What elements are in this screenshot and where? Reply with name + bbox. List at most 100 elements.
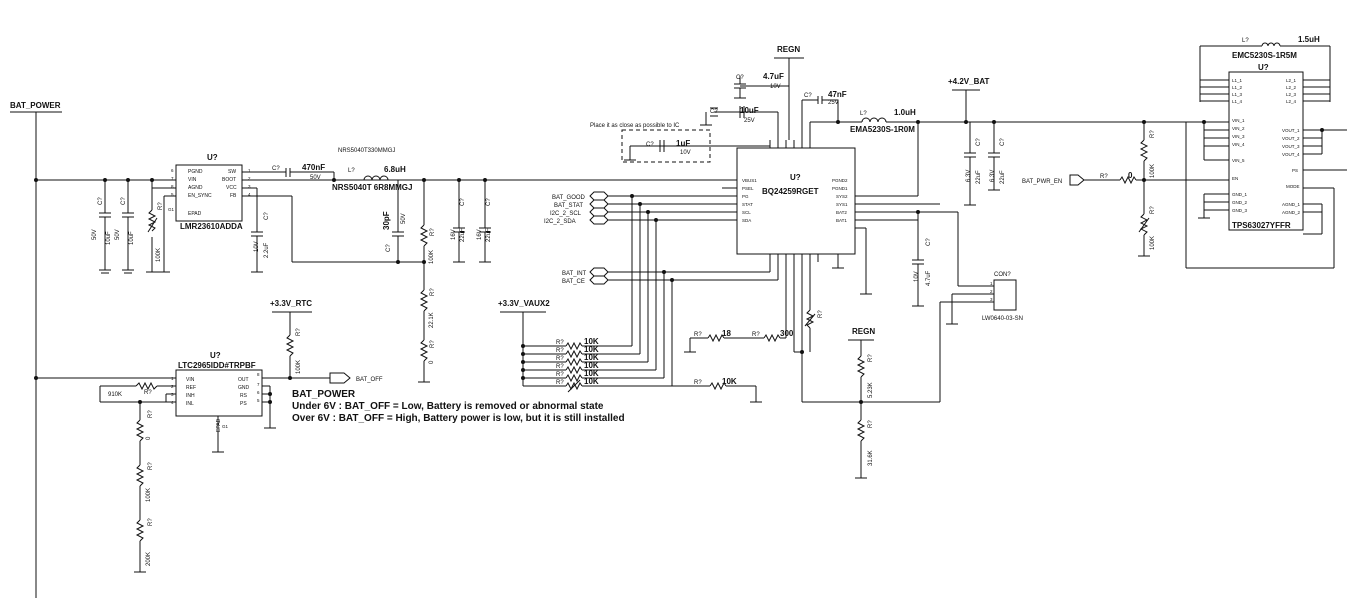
svg-text:5.23K: 5.23K	[868, 382, 874, 398]
svg-text:BAT2: BAT2	[836, 210, 847, 215]
svg-text:100K: 100K	[1150, 236, 1156, 250]
svg-text:C?: C?	[121, 197, 127, 205]
svg-text:10uF: 10uF	[740, 106, 759, 115]
svg-text:0: 0	[429, 360, 435, 364]
rtc-pullup: +3.3V_RTC R? 100K	[270, 299, 312, 378]
svg-text:C?: C?	[486, 198, 492, 206]
svg-text:100K: 100K	[146, 488, 152, 502]
svg-text:VIN_5: VIN_5	[1232, 158, 1245, 163]
svg-text:SYS2: SYS2	[836, 194, 848, 199]
svg-text:1: 1	[171, 376, 174, 381]
svg-text:C?: C?	[272, 166, 280, 172]
svg-text:GND_3: GND_3	[1232, 208, 1248, 213]
ts-network: R? REGN R? 5.23K R? 31.6K	[793, 262, 940, 479]
svg-text:C?: C?	[710, 109, 718, 115]
svg-text:PGND2: PGND2	[832, 178, 848, 183]
tps-vin-bus	[1142, 120, 1335, 269]
svg-text:R?: R?	[556, 364, 564, 370]
svg-text:EMA5230S-1R0M: EMA5230S-1R0M	[850, 125, 915, 134]
input-cap-2: C? 10uF 50V	[115, 178, 135, 274]
svg-text:PS: PS	[240, 401, 247, 407]
svg-text:R?: R?	[430, 288, 436, 296]
svg-text:NRS5040T 6R8MMGJ: NRS5040T 6R8MMGJ	[332, 183, 412, 192]
svg-text:VCC: VCC	[226, 185, 237, 191]
svg-text:50V: 50V	[92, 229, 98, 240]
bq-signal-labels: BAT_GOOD BAT_STAT I2C_2_SCL I2C_2_SDA BA…	[544, 187, 779, 386]
svg-text:2: 2	[990, 289, 993, 294]
svg-text:R?: R?	[694, 380, 702, 386]
svg-text:OUT: OUT	[238, 377, 249, 383]
placement-box: Place it as close as possible to IC C? 1…	[590, 123, 771, 163]
tps-enable: BAT_PWR_EN R? 0 R? 100K R? 100K	[1022, 122, 1229, 257]
svg-text:470nF: 470nF	[302, 163, 325, 172]
svg-text:C?: C?	[736, 75, 744, 81]
v42-bat: +4.2V_BAT C? 22uF 6.3V C? 22uF 6.3V	[948, 77, 1006, 206]
svg-text:VIN: VIN	[186, 377, 195, 383]
svg-text:SW: SW	[228, 169, 236, 175]
place-note: Place it as close as possible to IC	[590, 123, 680, 129]
svg-text:BAT_PWR_EN: BAT_PWR_EN	[1022, 179, 1062, 185]
svg-text:C?: C?	[976, 138, 982, 146]
note-line1: Under 6V : BAT_OFF = Low, Battery is rem…	[292, 401, 604, 412]
svg-text:L?: L?	[860, 111, 867, 117]
svg-text:G1: G1	[168, 207, 175, 212]
svg-text:I2C_2_SCL: I2C_2_SCL	[550, 211, 582, 217]
svg-text:1.0uH: 1.0uH	[894, 108, 916, 117]
bat-power-rail: BAT_POWER	[10, 101, 730, 598]
svg-text:50V: 50V	[310, 175, 321, 181]
svg-text:1.5uH: 1.5uH	[1298, 35, 1320, 44]
svg-text:LMR23610ADDA: LMR23610ADDA	[180, 222, 243, 231]
svg-text:SYS1: SYS1	[836, 202, 848, 207]
svg-text:4.7uF: 4.7uF	[926, 270, 932, 286]
svg-text:6: 6	[171, 168, 174, 173]
pullup-row-4: R?10K	[521, 361, 656, 375]
svg-text:L?: L?	[1242, 38, 1249, 44]
svg-text:R?: R?	[1150, 206, 1156, 214]
svg-text:10K: 10K	[584, 345, 599, 354]
svg-text:22.1K: 22.1K	[429, 312, 435, 328]
svg-text:30pF: 30pF	[382, 211, 391, 230]
svg-text:6.3V: 6.3V	[990, 170, 996, 182]
svg-text:0: 0	[146, 436, 152, 440]
svg-text:VOUT_2: VOUT_2	[1282, 136, 1300, 141]
fb-wire	[242, 195, 424, 263]
svg-text:NRS5040T330MMGJ: NRS5040T330MMGJ	[338, 148, 395, 154]
svg-text:0: 0	[1128, 171, 1133, 180]
svg-text:VIN_4: VIN_4	[1232, 142, 1245, 147]
svg-text:C?: C?	[646, 142, 654, 148]
svg-text:R?: R?	[752, 332, 760, 338]
pullup-bank: +3.3V_VAUX2 R?10K R?10K R?10K R?10K R?10…	[498, 299, 672, 393]
svg-text:10uF: 10uF	[106, 231, 112, 245]
svg-text:C?: C?	[98, 197, 104, 205]
svg-text:AGND_1: AGND_1	[1282, 202, 1301, 207]
svg-text:VIN: VIN	[188, 177, 197, 183]
svg-text:R?: R?	[148, 410, 154, 418]
en-pullup-resistor: R? 100K G1	[146, 178, 176, 273]
svg-text:100K: 100K	[296, 360, 302, 374]
inductor-1u0: L? 1.0uH EMA5230S-1R0M	[809, 108, 1186, 197]
svg-text:7: 7	[171, 176, 174, 181]
svg-text:4: 4	[248, 192, 251, 197]
svg-text:10K: 10K	[584, 353, 599, 362]
svg-text:VIN_1: VIN_1	[1232, 118, 1245, 123]
svg-text:10V: 10V	[770, 84, 781, 90]
cap-47n: C? 47nF 25V	[801, 90, 847, 140]
svg-text:22uF: 22uF	[976, 170, 982, 184]
svg-text:10V: 10V	[914, 271, 920, 282]
input-cap-1: C? 10uF 50V	[92, 178, 112, 274]
svg-text:R?: R?	[556, 348, 564, 354]
svg-text:R?: R?	[818, 310, 824, 318]
svg-text:+3.3V_VAUX2: +3.3V_VAUX2	[498, 299, 550, 308]
svg-text:R?: R?	[158, 202, 164, 210]
svg-text:BAT1: BAT1	[836, 218, 847, 223]
svg-text:VOUT_3: VOUT_3	[1282, 144, 1300, 149]
vcc-cap: C? 2.2uF 10V	[242, 187, 270, 273]
svg-text:4.7uF: 4.7uF	[763, 72, 784, 81]
svg-text:C?: C?	[386, 244, 392, 252]
svg-text:BQ24259RGET: BQ24259RGET	[762, 187, 819, 196]
svg-text:EN: EN	[1232, 176, 1238, 181]
svg-text:PGND1: PGND1	[832, 186, 848, 191]
ic-ltc2965: U? LTC2965IDD#TRPBF VIN REF INH INL OUT …	[171, 351, 263, 453]
svg-text:EN_SYNC: EN_SYNC	[188, 193, 212, 199]
svg-text:L1_1: L1_1	[1232, 78, 1243, 83]
